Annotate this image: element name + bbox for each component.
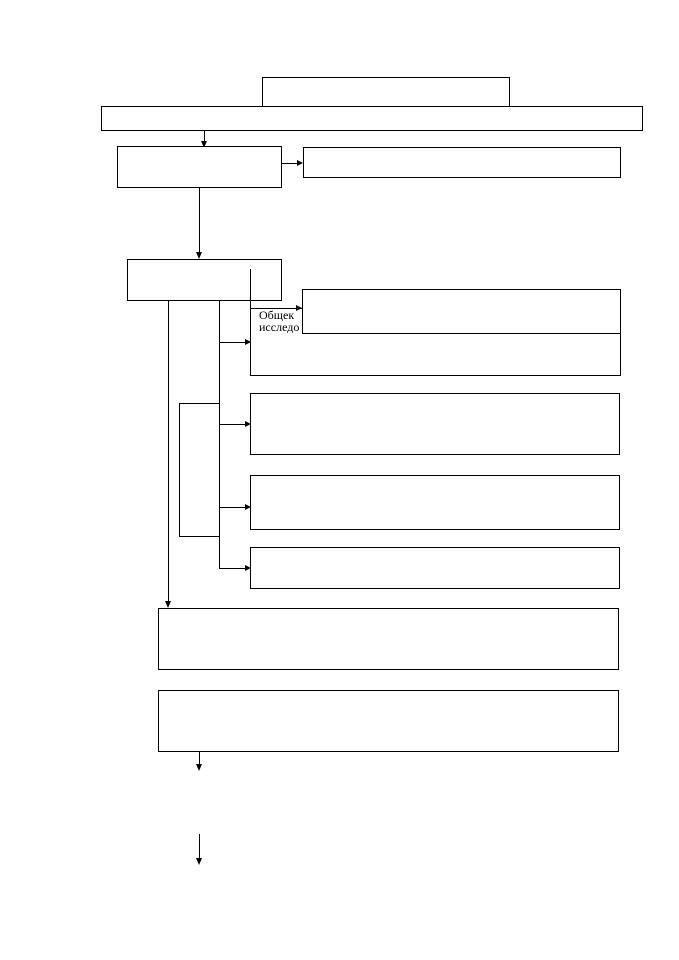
connector-bottom — [199, 834, 200, 858]
bracket-bottom — [179, 536, 219, 537]
step-1-box — [117, 146, 282, 188]
arrowhead — [245, 339, 251, 345]
partial-label-line-2: исследо — [259, 321, 300, 333]
step-2-box — [127, 259, 282, 301]
branch-connector-3 — [219, 507, 245, 508]
sub-item-box-4 — [250, 547, 620, 589]
sub-item-box-3 — [250, 475, 620, 530]
side-box — [303, 147, 621, 178]
connector-below-wide-box — [199, 752, 200, 764]
connector-to-overlay-box — [250, 308, 296, 309]
wide-box-1 — [158, 608, 619, 670]
branch-trunk — [219, 301, 220, 569]
connector-step-2-to-wide-box — [168, 301, 169, 602]
branch-connector-2 — [219, 424, 245, 425]
overlay-box — [302, 289, 621, 334]
arrowhead — [296, 305, 302, 311]
arrowhead — [196, 252, 202, 259]
bracket-top — [179, 403, 219, 404]
arrowhead — [245, 421, 251, 427]
arrowhead — [165, 601, 171, 608]
bracket-side — [179, 403, 180, 537]
wide-box-2 — [158, 690, 619, 752]
branch-connector-1 — [219, 342, 245, 343]
connector-step-2-inner — [250, 269, 251, 309]
arrowhead — [196, 858, 202, 865]
header-bar — [101, 106, 643, 131]
connector-step-1-to-side — [282, 163, 298, 164]
connector-header-to-step-1 — [204, 131, 205, 142]
arrowhead — [201, 141, 207, 148]
arrowhead — [297, 160, 303, 166]
branch-connector-4 — [219, 568, 245, 569]
partial-label-line-1: Общек — [259, 309, 295, 321]
arrowhead — [245, 565, 251, 571]
arrowhead — [245, 504, 251, 510]
title-box — [262, 77, 510, 107]
arrowhead — [196, 764, 202, 771]
connector-step-1-to-step-2 — [199, 188, 200, 252]
sub-item-box-2 — [250, 393, 620, 455]
